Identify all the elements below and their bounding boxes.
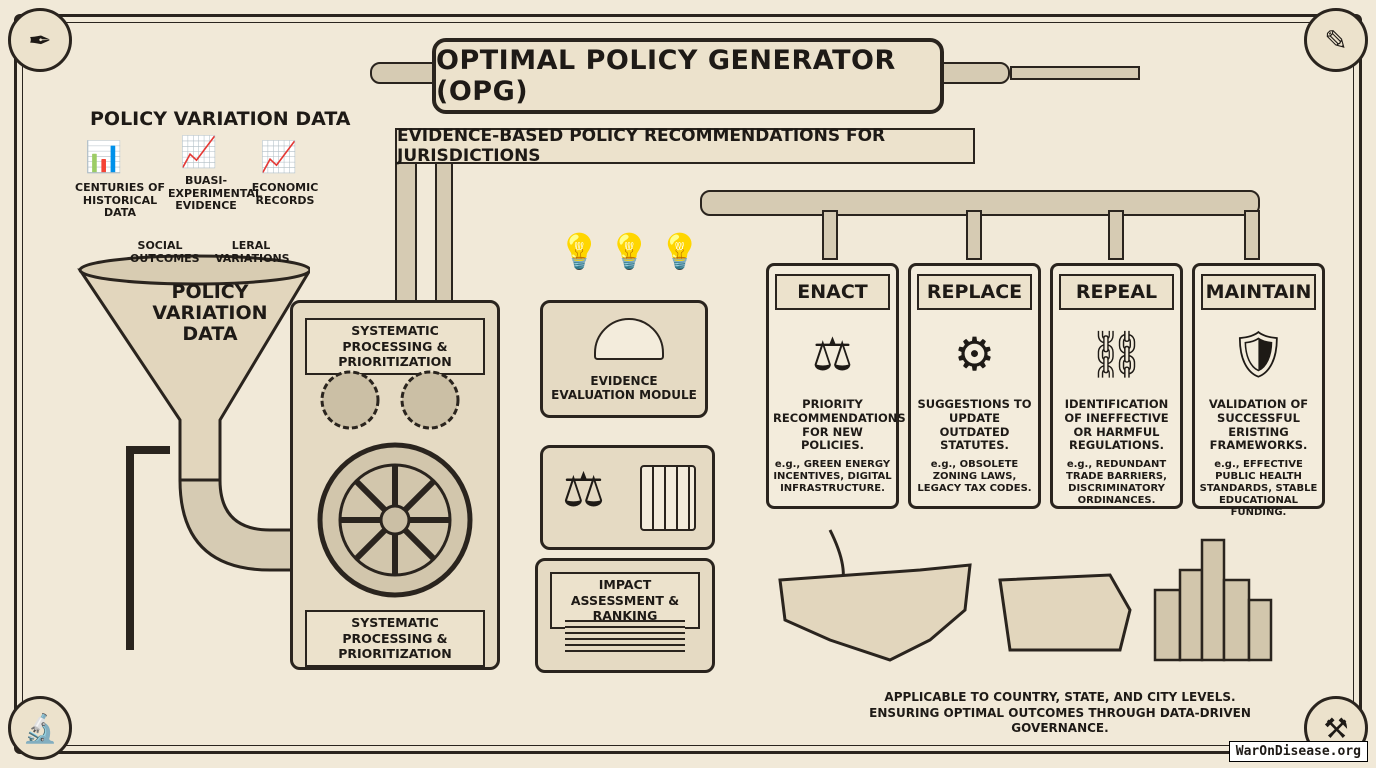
growth-chart-icon: 📈 bbox=[260, 140, 298, 175]
city-skyline bbox=[1153, 538, 1273, 662]
pipe bbox=[395, 160, 417, 310]
inputs-heading: POLICY VARIATION DATA bbox=[90, 108, 351, 130]
evidence-module-label: EVIDENCE EVALUATION MODULE bbox=[551, 374, 697, 402]
card-description: PRIORITY RECOMMENDATIONS FOR NEW POLICIE… bbox=[773, 397, 906, 453]
bar-chart-icon: 📊 bbox=[85, 140, 123, 175]
input-social: SOCIAL OUTCOMES bbox=[130, 239, 200, 265]
pen-icon: ✎ bbox=[1304, 8, 1368, 72]
pipe bbox=[1244, 210, 1260, 260]
country-map bbox=[778, 563, 972, 662]
line-chart-icon: 📈 bbox=[180, 135, 218, 170]
subtitle-ribbon: EVIDENCE-BASED POLICY RECOMMENDATIONS FO… bbox=[395, 126, 975, 166]
funnel bbox=[77, 254, 310, 650]
microscope-icon: 🔬 bbox=[8, 696, 72, 760]
card-title: REPLACE bbox=[917, 274, 1032, 310]
output-card-enact: ENACT ⚖ PRIORITY RECOMMENDATIONS FOR NEW… bbox=[766, 263, 906, 509]
broken-chain-icon: ⛓ bbox=[1087, 326, 1146, 381]
card-example: e.g., OBSOLETE ZONING LAWS, LEGACY TAX C… bbox=[917, 459, 1032, 495]
vent-grille bbox=[565, 620, 685, 656]
calculator-icon bbox=[640, 465, 696, 531]
page-title: OPTIMAL POLICY GENERATOR (OPG) bbox=[432, 38, 944, 114]
jurisdiction-illustrations bbox=[778, 529, 1273, 662]
pipe bbox=[435, 160, 453, 310]
footer-line-2: ENSURING OPTIMAL OUTCOMES THROUGH DATA-D… bbox=[869, 705, 1251, 736]
output-card-replace: REPLACE ⚙ SUGGESTIONS TO UPDATE OUTDATED… bbox=[908, 263, 1041, 509]
scales-icon: ⚖ bbox=[562, 462, 606, 518]
pipe bbox=[1108, 210, 1124, 260]
input-economic: ECONOMIC RECORDS bbox=[251, 181, 319, 207]
watermark: WarOnDisease.org bbox=[1228, 741, 1368, 762]
pipe bbox=[822, 210, 838, 260]
output-card-maintain: MAINTAIN 🛡 VALIDATION OF SUCCESSFUL ERIS… bbox=[1192, 263, 1325, 518]
output-card-repeal: REPEAL ⛓ IDENTIFICATION OF INEFFECTIVE O… bbox=[1050, 263, 1183, 509]
footer-line-1: APPLICABLE TO COUNTRY, STATE, AND CITY L… bbox=[884, 690, 1236, 704]
card-description: IDENTIFICATION OF INEFFECTIVE OR HARMFUL… bbox=[1064, 397, 1169, 453]
pipe bbox=[966, 210, 982, 260]
input-quasi: BUASI- EXPERIMENTAL EVIDENCE bbox=[168, 174, 262, 213]
input-historical: CENTURIES OF HISTORICAL DATA bbox=[75, 181, 165, 220]
gears-icon: ⚙ bbox=[953, 327, 996, 381]
card-description: VALIDATION OF SUCCESSFUL ERISTING FRAMEW… bbox=[1208, 397, 1309, 453]
border-frame bbox=[14, 14, 1362, 754]
quill-icon: ✒ bbox=[8, 8, 72, 72]
inner-border bbox=[22, 22, 1354, 746]
card-example: e.g., EFFECTIVE PUBLIC HEALTH STANDARDS,… bbox=[1199, 459, 1318, 519]
footer: APPLICABLE TO COUNTRY, STATE, AND CITY L… bbox=[820, 690, 1300, 737]
vacuum-tubes-icon: 💡💡💡 bbox=[558, 232, 710, 272]
gavel-icon: ⚖ bbox=[811, 327, 854, 381]
shield-check-icon: 🛡 bbox=[1229, 326, 1288, 381]
gears-wheel-icon bbox=[317, 370, 473, 598]
card-title: ENACT bbox=[775, 274, 890, 310]
funnel-label: POLICY VARIATION DATA bbox=[152, 281, 268, 345]
state-map bbox=[998, 573, 1132, 652]
processing-label-bottom: SYSTEMATIC PROCESSING & PRIORITIZATION bbox=[305, 610, 485, 667]
card-example: e.g., REDUNDANT TRADE BARRIERS, DISCRIMI… bbox=[1066, 459, 1167, 507]
processing-label-top: SYSTEMATIC PROCESSING & PRIORITIZATION bbox=[305, 318, 485, 375]
card-title: REPEAL bbox=[1059, 274, 1174, 310]
input-legal: LERAL VARIATIONS bbox=[215, 239, 290, 265]
card-example: e.g., GREEN ENERGY INCENTIVES, DIGITAL I… bbox=[773, 459, 892, 495]
card-description: SUGGESTIONS TO UPDATE OUTDATED STATUTES. bbox=[917, 397, 1032, 453]
pipe bbox=[1010, 66, 1140, 80]
card-title: MAINTAIN bbox=[1201, 274, 1316, 310]
